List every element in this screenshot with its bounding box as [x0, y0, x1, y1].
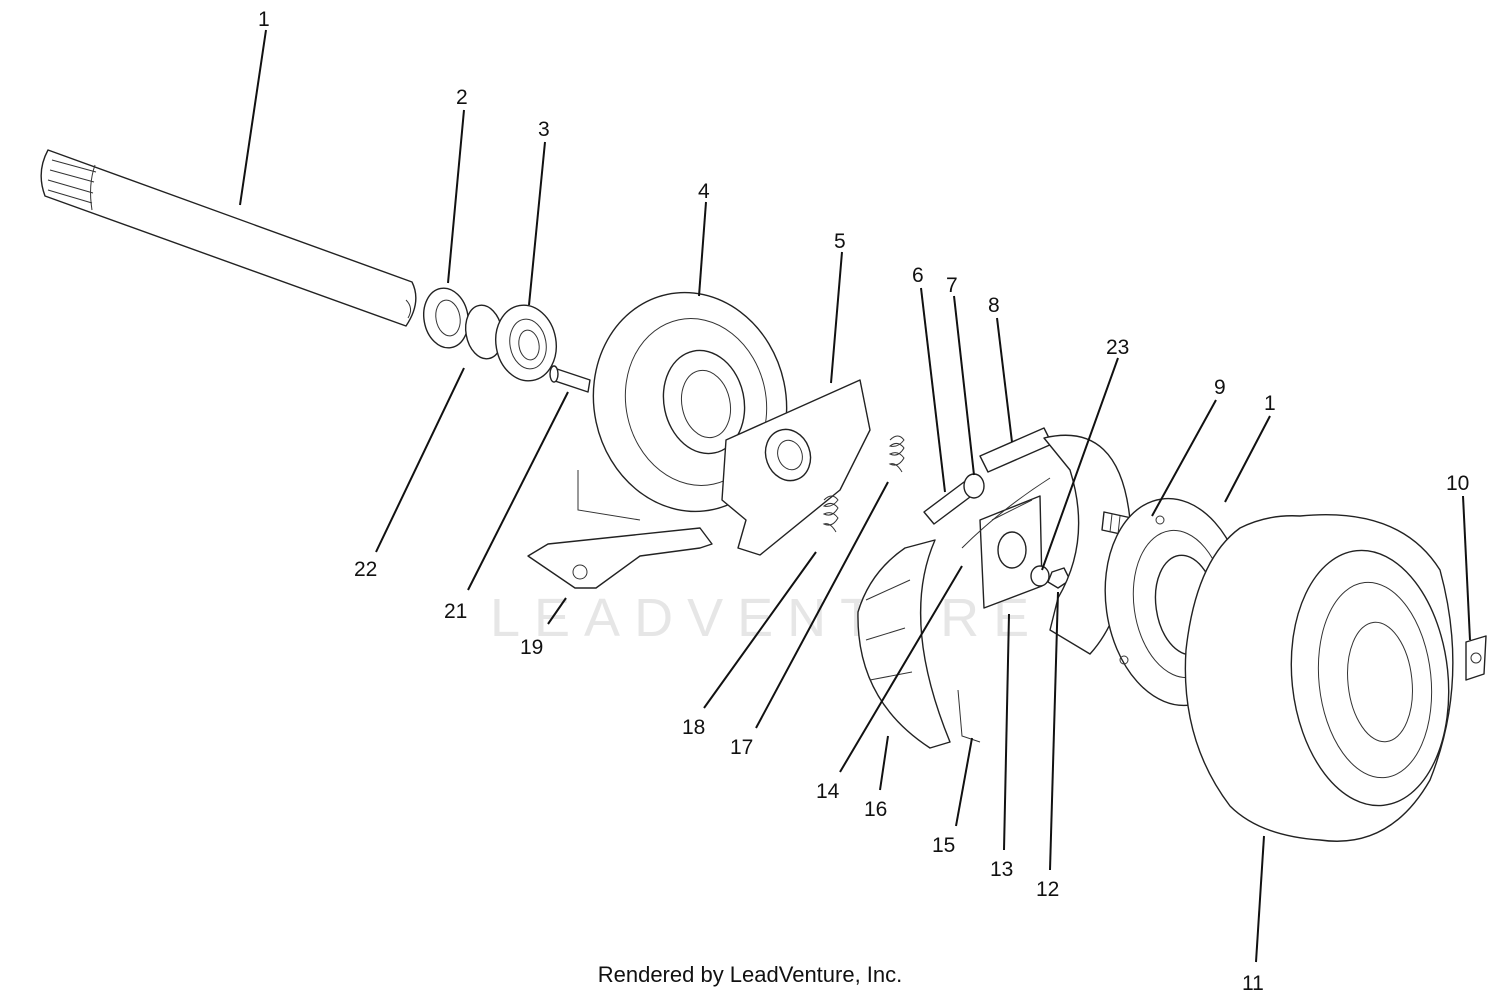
callout-label: 15: [932, 834, 955, 857]
callout-label: 4: [698, 180, 710, 203]
springs: [822, 435, 905, 533]
callout-label: 6: [912, 264, 924, 287]
callout-label: 22: [354, 558, 377, 581]
callout-label: 1: [258, 8, 270, 31]
callout-label: 3: [538, 118, 550, 141]
callout-numbers: 1 2 3 4 5 6 7 8 23 9 1 10 22 21 19 18 17…: [258, 8, 1469, 995]
callout-label: 11: [1242, 972, 1264, 995]
callout-label: 1: [1264, 392, 1276, 415]
callout-label: 17: [730, 736, 753, 759]
callout-label: 23: [1106, 336, 1129, 359]
callout-label: 9: [1214, 376, 1226, 399]
callout-label: 14: [816, 780, 840, 803]
callout-label: 13: [990, 858, 1013, 881]
callout-label: 16: [864, 798, 887, 821]
screw: [549, 365, 591, 393]
adjuster-parts: [923, 427, 1053, 525]
brake-shoe: [857, 539, 981, 749]
credit-text: Rendered by LeadVenture, Inc.: [597, 962, 903, 987]
callout-label: 21: [444, 600, 467, 623]
leader-lines: [239, 29, 1471, 963]
callout-label: 12: [1036, 878, 1059, 901]
callout-label: 2: [456, 86, 468, 109]
axle-shaft: [40, 149, 417, 327]
callout-label: 5: [834, 230, 846, 253]
watermark-text: LEADVENTURE: [490, 588, 1043, 648]
cam-plate: [721, 379, 871, 556]
callout-label: 7: [946, 274, 958, 297]
callout-label: 18: [682, 716, 705, 739]
callout-label: 8: [988, 294, 1000, 317]
brake-lever: [527, 527, 713, 589]
seal-and-bearing: [423, 287, 557, 382]
washer-and-nut: [1030, 565, 1071, 589]
lug-clip: [1465, 635, 1487, 681]
callout-label: 10: [1446, 472, 1469, 495]
brake-drum: [1184, 513, 1454, 842]
callout-label: 19: [520, 636, 543, 659]
